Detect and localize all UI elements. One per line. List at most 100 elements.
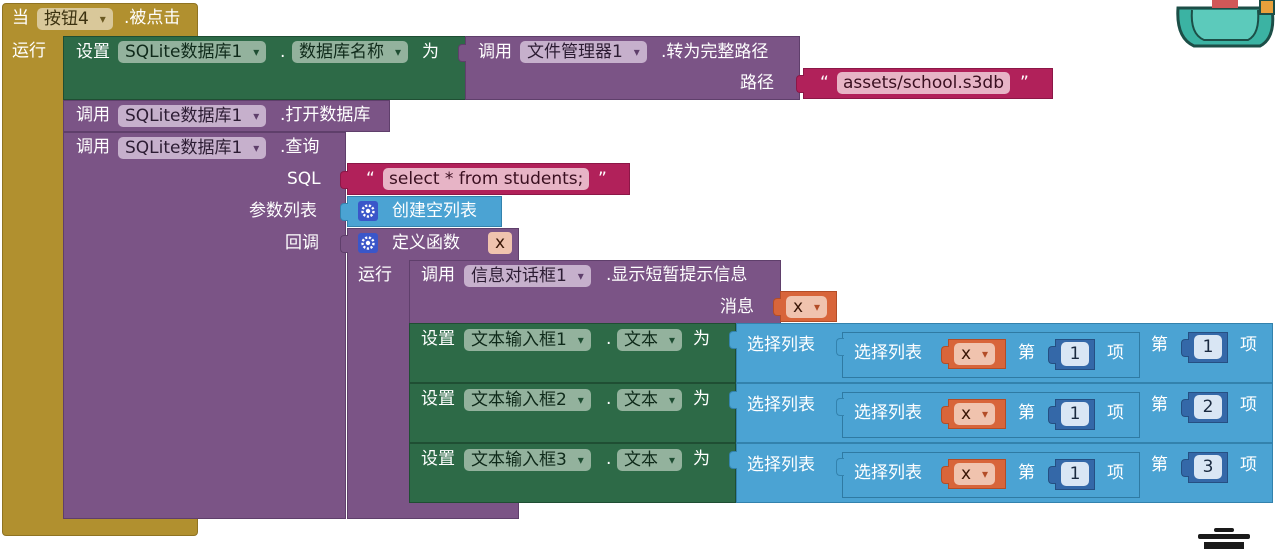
outer-index-plug	[1181, 399, 1189, 417]
select-list-inner-label: 选择列表	[854, 403, 922, 423]
outer-index-field[interactable]: 2	[1194, 395, 1222, 419]
inner-index-field[interactable]: 1	[1061, 342, 1089, 366]
outer-index-field[interactable]: 3	[1194, 455, 1222, 479]
select-list-outer-label: 选择列表	[747, 455, 815, 475]
set-textbox-to-label: 为	[693, 389, 710, 409]
trash-icon[interactable]	[1198, 528, 1250, 549]
set-textbox-set-label: 设置	[421, 449, 455, 469]
set-db-component-dropdown[interactable]: SQLite数据库1	[118, 41, 267, 63]
sql-text-field[interactable]: select * from students;	[383, 168, 590, 190]
set-db-property-dropdown[interactable]: 数据库名称	[292, 41, 408, 63]
event-when-label: 当	[12, 8, 29, 28]
set-textbox-property-dropdown[interactable]: 文本	[617, 329, 682, 351]
inner-item-label: 项	[1107, 343, 1124, 363]
outer-index-plug	[1181, 339, 1189, 357]
inner-index-field[interactable]: 1	[1061, 462, 1089, 486]
alert-message-label: 消息	[720, 297, 754, 317]
query-component-dropdown[interactable]: SQLite数据库1	[118, 137, 267, 159]
sql-quote-open: “	[366, 169, 375, 189]
set-textbox-component-dropdown[interactable]: 文本输入框2	[464, 389, 591, 411]
select-list-inner-plug	[836, 338, 844, 356]
file-method-label: .转为完整路径	[661, 42, 769, 62]
file-call-label: 调用	[478, 42, 512, 62]
select-list-outer-plug	[729, 331, 737, 349]
set-textbox-property-dropdown[interactable]: 文本	[617, 449, 682, 471]
inner-nth-label: 第	[1018, 463, 1035, 483]
outer-item-label: 项	[1240, 455, 1257, 475]
inner-item-label: 项	[1107, 463, 1124, 483]
event-do-label: 运行	[12, 41, 46, 61]
define-function-do-label: 运行	[358, 265, 392, 285]
define-function-label: 定义函数	[392, 233, 460, 253]
set-textbox-component-dropdown[interactable]: 文本输入框1	[464, 329, 591, 351]
gear-icon[interactable]	[357, 232, 379, 254]
function-param-field[interactable]: x	[488, 232, 513, 254]
query-params-label: 参数列表	[249, 201, 317, 221]
file-component-dropdown[interactable]: 文件管理器1	[520, 41, 647, 63]
set-textbox-dot: .	[606, 449, 612, 469]
outer-item-label: 项	[1240, 335, 1257, 355]
path-quote-close: ”	[1020, 73, 1029, 93]
inner-nth-label: 第	[1018, 403, 1035, 423]
outer-index-field[interactable]: 1	[1194, 335, 1222, 359]
inner-index-field[interactable]: 1	[1061, 402, 1089, 426]
inner-item-label: 项	[1107, 403, 1124, 423]
set-textbox-dot: .	[606, 389, 612, 409]
define-function-plug	[340, 235, 348, 253]
inner-index-plug	[1048, 406, 1056, 424]
empty-list-plug	[340, 203, 348, 221]
alert-call-label: 调用	[421, 265, 455, 285]
outer-nth-label: 第	[1151, 335, 1168, 355]
outer-item-label: 项	[1240, 395, 1257, 415]
gear-icon[interactable]	[357, 200, 379, 222]
message-var-plug	[773, 298, 781, 316]
backpack-icon[interactable]	[1172, 0, 1278, 48]
select-list-inner-label: 选择列表	[854, 343, 922, 363]
alert-component-dropdown[interactable]: 信息对话框1	[464, 265, 591, 287]
query-sql-label: SQL	[287, 169, 321, 189]
query-method-label: .查询	[280, 137, 320, 157]
select-list-outer-label: 选择列表	[747, 335, 815, 355]
set-textbox-dot: .	[606, 329, 612, 349]
open-db-method-label: .打开数据库	[280, 105, 371, 125]
inner-var-dropdown[interactable]: x	[954, 343, 996, 365]
message-var-dropdown[interactable]: x	[786, 296, 828, 318]
inner-var-plug	[941, 406, 949, 424]
set-textbox-property-dropdown[interactable]: 文本	[617, 389, 682, 411]
inner-nth-label: 第	[1018, 343, 1035, 363]
select-list-outer-label: 选择列表	[747, 395, 815, 415]
inner-var-dropdown[interactable]: x	[954, 463, 996, 485]
event-component-dropdown[interactable]: 按钮4	[37, 8, 113, 30]
outer-index-plug	[1181, 459, 1189, 477]
sql-text-plug	[340, 171, 348, 189]
select-list-outer-plug	[729, 391, 737, 409]
outer-nth-label: 第	[1151, 395, 1168, 415]
set-textbox-to-label: 为	[693, 329, 710, 349]
query-call-label: 调用	[76, 137, 110, 157]
select-list-inner-label: 选择列表	[854, 463, 922, 483]
select-list-inner-plug	[836, 458, 844, 476]
select-list-outer-plug	[729, 451, 737, 469]
sql-quote-close: ”	[598, 169, 607, 189]
outer-nth-label: 第	[1151, 455, 1168, 475]
query-block[interactable]	[63, 132, 346, 519]
set-textbox-component-dropdown[interactable]: 文本输入框3	[464, 449, 591, 471]
select-list-inner-plug	[836, 398, 844, 416]
open-db-component-dropdown[interactable]: SQLite数据库1	[118, 105, 267, 127]
empty-list-label: 创建空列表	[392, 201, 477, 221]
event-name-label: .被点击	[124, 8, 181, 28]
alert-method-label: .显示短暂提示信息	[606, 265, 748, 285]
set-textbox-to-label: 为	[693, 449, 710, 469]
set-db-set-label: 设置	[76, 42, 110, 62]
path-text-plug	[796, 75, 804, 93]
inner-var-dropdown[interactable]: x	[954, 403, 996, 425]
set-textbox-set-label: 设置	[421, 329, 455, 349]
open-db-call-label: 调用	[76, 105, 110, 125]
path-quote-open: “	[820, 73, 829, 93]
inner-var-plug	[941, 466, 949, 484]
set-db-to-label: 为	[422, 42, 439, 62]
set-db-dot: .	[280, 42, 286, 62]
inner-index-plug	[1048, 466, 1056, 484]
inner-index-plug	[1048, 346, 1056, 364]
path-text-field[interactable]: assets/school.s3db	[837, 72, 1011, 94]
